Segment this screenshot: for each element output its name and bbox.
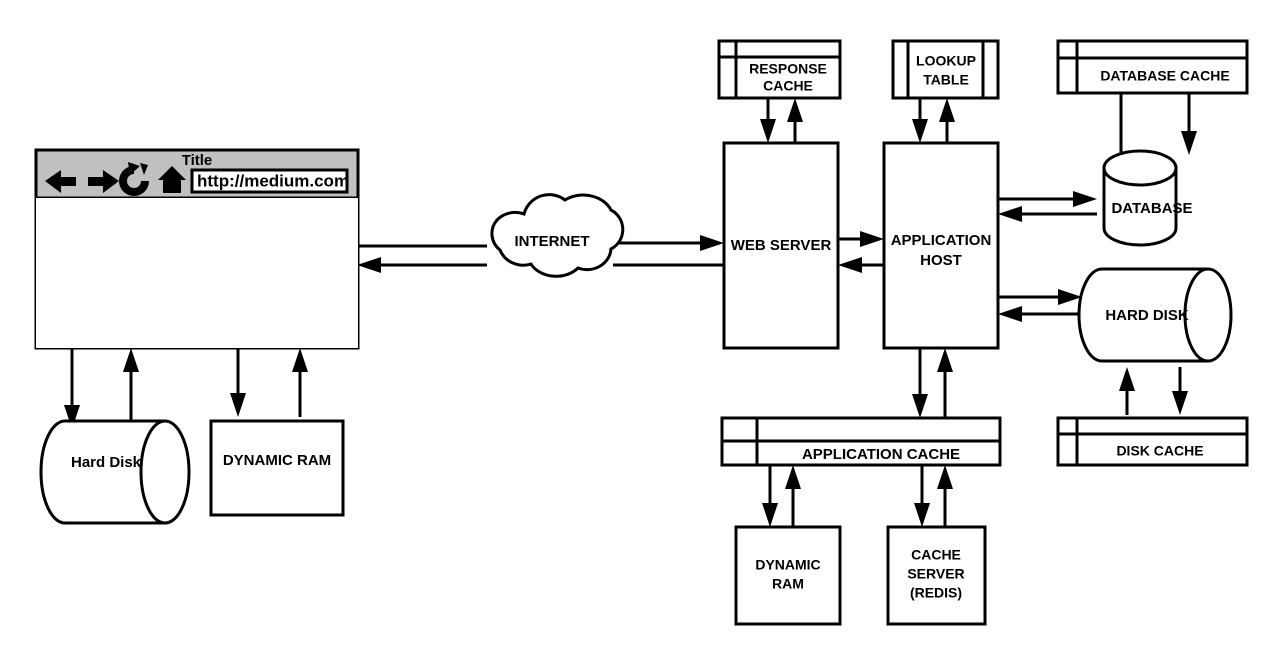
connector-browser-to-internet — [357, 244, 487, 273]
url-input[interactable] — [190, 168, 349, 194]
back-icon[interactable] — [45, 170, 76, 193]
lookup-table-label-line2: TABLE — [923, 72, 969, 88]
cache-server-label-line1: CACHE — [911, 547, 961, 563]
lookup-table-label-line1: LOOKUP — [916, 53, 976, 69]
node-database[interactable]: DATABASE — [1102, 149, 1193, 247]
node-server-dynamic-ram[interactable]: DYNAMIC RAM — [734, 525, 842, 626]
connector-application-cache-to-cache-server — [914, 465, 953, 527]
client-hard-disk-label: Hard Disk — [71, 454, 142, 471]
response-cache-label-line2: CACHE — [763, 78, 813, 94]
application-host-label-line1: APPLICATION — [891, 232, 992, 249]
node-client-dynamic-ram[interactable]: DYNAMIC RAM — [209, 419, 345, 517]
connector-application-host-to-application-cache — [912, 348, 953, 418]
connector-application-host-to-database — [998, 191, 1097, 222]
node-application-cache[interactable]: APPLICATION CACHE — [720, 416, 1002, 467]
browser-viewport[interactable] — [36, 198, 358, 348]
browser-window[interactable]: Title http://medium.com — [34, 148, 360, 350]
connector-web-server-to-application-host — [838, 231, 884, 273]
cache-server-label-line3: (REDIS) — [910, 585, 962, 601]
connector-browser-to-client-dynamic-ram — [230, 348, 308, 417]
database-label: DATABASE — [1111, 200, 1192, 217]
node-client-hard-disk[interactable]: Hard Disk — [39, 419, 191, 525]
server-dynamic-ram-label-line2: RAM — [772, 576, 804, 592]
response-cache-label-line1: RESPONSE — [749, 61, 827, 77]
connector-application-host-to-server-hard-disk — [998, 289, 1082, 322]
url-text: http://medium.com — [197, 171, 349, 190]
connector-browser-to-client-hard-disk — [64, 348, 139, 429]
connector-lookup-table-to-application-host — [912, 98, 955, 143]
forward-icon[interactable] — [88, 170, 119, 193]
cache-server-label-line2: SERVER — [907, 566, 964, 582]
server-hard-disk-label: HARD DISK — [1105, 307, 1189, 324]
application-host-label-line2: HOST — [920, 252, 962, 269]
node-cache-server-redis[interactable]: CACHE SERVER (REDIS) — [886, 525, 987, 626]
node-response-cache[interactable]: RESPONSE CACHE — [717, 39, 842, 100]
application-cache-label: APPLICATION CACHE — [802, 446, 960, 463]
node-lookup-table[interactable]: LOOKUP TABLE — [891, 39, 1000, 100]
node-server-hard-disk[interactable]: HARD DISK — [1077, 267, 1233, 363]
connector-disk-cache-to-server-hard-disk — [1119, 367, 1188, 415]
home-icon[interactable] — [158, 166, 186, 193]
web-server-label: WEB SERVER — [731, 237, 832, 254]
url-bar[interactable]: http://medium.com — [190, 168, 349, 194]
node-database-cache[interactable]: DATABASE CACHE — [1056, 39, 1249, 95]
connector-database-cache-to-database — [1119, 93, 1197, 155]
server-dynamic-ram-label-line1: DYNAMIC — [755, 557, 820, 573]
reload-icon[interactable] — [119, 162, 149, 196]
node-web-server[interactable]: WEB SERVER — [722, 141, 840, 350]
database-cache-label: DATABASE CACHE — [1100, 68, 1229, 84]
browser-title: Title — [182, 152, 213, 169]
node-application-host[interactable]: APPLICATION HOST — [882, 141, 1000, 350]
node-disk-cache[interactable]: DISK CACHE — [1056, 416, 1249, 467]
client-dynamic-ram-label: DYNAMIC RAM — [223, 452, 331, 469]
node-internet[interactable]: INTERNET — [490, 193, 625, 278]
connector-application-cache-to-server-dynamic-ram — [762, 465, 801, 527]
connector-response-cache-to-web-server — [760, 98, 803, 143]
disk-cache-label: DISK CACHE — [1116, 443, 1203, 459]
connector-internet-to-web-server — [613, 235, 724, 267]
internet-label: INTERNET — [515, 233, 590, 250]
